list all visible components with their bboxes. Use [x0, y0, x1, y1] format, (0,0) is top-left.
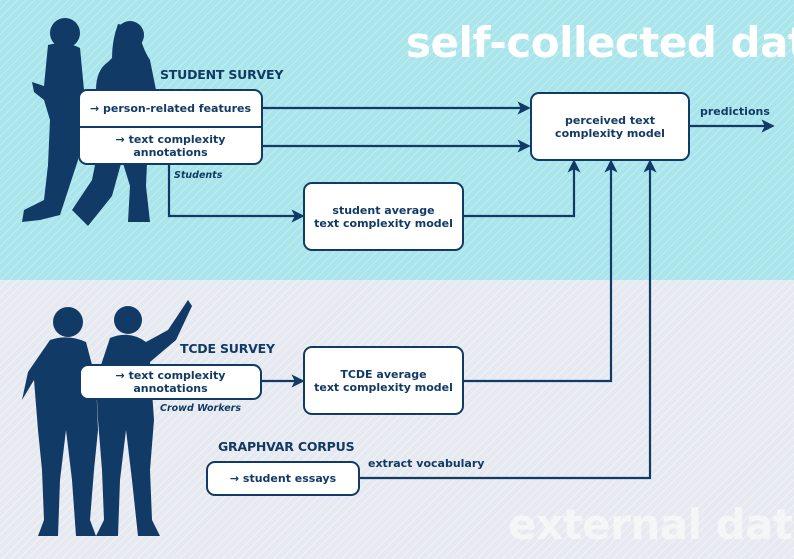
person-features-item: → person-related features: [90, 102, 251, 115]
tcde-average-line1: TCDE average: [340, 367, 427, 381]
self-collected-title: self-collected data: [406, 18, 794, 67]
tcde-average-model-box: TCDE average text complexity model: [303, 346, 464, 415]
student-average-line2: text complexity model: [314, 216, 453, 230]
tcde-annotations-item: → text complexity annotations: [115, 369, 226, 395]
student-average-model-box: student average text complexity model: [303, 182, 464, 251]
perceived-model-line2: complexity model: [555, 126, 665, 140]
edge-student-avg-to-perceived: [464, 159, 581, 218]
graphvar-title: GRAPHVAR CORPUS: [218, 439, 355, 454]
crowd-workers-source-label: Crowd Workers: [160, 403, 242, 414]
student-average-line1: student average: [332, 203, 435, 217]
edge-essays-to-perceived: [360, 159, 657, 480]
tcde-survey-box: → text complexity annotations: [79, 364, 262, 400]
external-title: external data: [508, 500, 794, 549]
student-survey-box: → person-related features → text complex…: [78, 89, 263, 165]
student-essays-item: → student essays: [229, 472, 337, 485]
student-survey-title: STUDENT SURVEY: [160, 67, 284, 82]
graphvar-box: → student essays: [206, 461, 360, 496]
perceived-model-line1: perceived text: [565, 113, 655, 127]
students-source-label: Students: [174, 170, 223, 181]
perceived-model-box: perceived text complexity model: [530, 92, 690, 161]
connectors: [167, 101, 775, 480]
tcde-average-line2: text complexity model: [314, 380, 453, 394]
student-annotations-item: → text complexity annotations: [80, 126, 261, 163]
extract-vocabulary-label: extract vocabulary: [368, 457, 485, 470]
edge-tcde-avg-to-perceived: [464, 159, 618, 383]
predictions-label: predictions: [700, 105, 770, 118]
edge-survey-to-student-avg: [167, 164, 305, 223]
tcde-survey-title: TCDE SURVEY: [180, 341, 275, 356]
